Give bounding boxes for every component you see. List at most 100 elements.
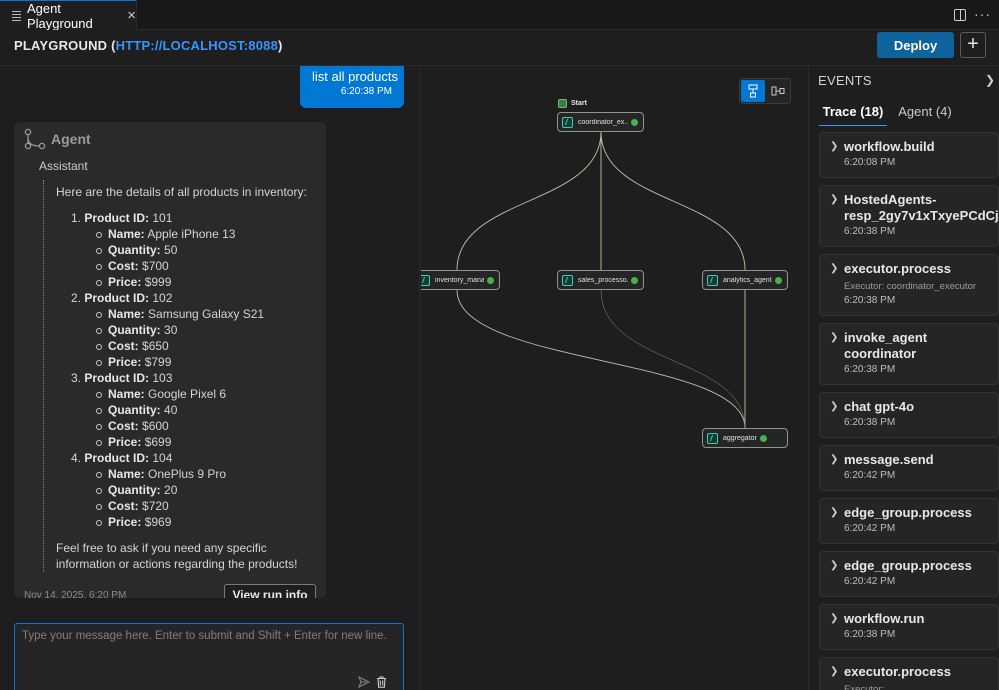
node-coordinator[interactable]: coordinator_ex... xyxy=(557,112,644,132)
workflow-icon xyxy=(24,128,46,150)
chevron-right-icon[interactable]: ❯ xyxy=(830,454,839,465)
node-label: coordinator_ex... xyxy=(578,118,628,126)
chevron-right-icon[interactable]: ❯ xyxy=(830,613,839,624)
chevron-right-icon[interactable]: ❯ xyxy=(830,666,839,677)
product-name-value: Apple iPhone 13 xyxy=(147,227,236,241)
event-title: edge_group.process xyxy=(844,558,972,573)
executor-icon xyxy=(562,116,573,128)
close-icon[interactable]: × xyxy=(127,7,136,24)
split-editor-icon[interactable] xyxy=(954,9,966,21)
chevron-right-icon[interactable]: ❯ xyxy=(830,194,839,205)
user-message-text: list all products xyxy=(312,69,398,84)
event-time: 6:20:38 PM xyxy=(844,226,896,237)
chevron-right-icon[interactable]: ❯ xyxy=(830,141,839,152)
product-name: Name: Apple iPhone 13 xyxy=(56,226,318,242)
node-label: aggregator xyxy=(723,434,757,442)
product-cost: Cost: $700 xyxy=(56,258,318,274)
product-cost-value: $720 xyxy=(142,499,169,513)
event-title: edge_group.process xyxy=(844,505,972,520)
event-item[interactable]: ❯ edge_group.process 6:20:42 PM xyxy=(819,498,999,544)
product-id-label: Product ID: xyxy=(84,371,150,385)
chevron-right-icon[interactable]: ❯ xyxy=(985,73,996,87)
product-cost: Cost: $720 xyxy=(56,498,318,514)
product-name: Name: OnePlus 9 Pro xyxy=(56,466,318,482)
workflow-graph-canvas[interactable]: Start coordinator_ex... inventory_mana..… xyxy=(421,66,807,690)
product-cost: Cost: $600 xyxy=(56,418,318,434)
event-time: 6:20:42 PM xyxy=(844,523,896,534)
product-price-value: $699 xyxy=(144,435,172,449)
deploy-button[interactable]: Deploy xyxy=(877,32,954,58)
response-intro: Here are the details of all products in … xyxy=(56,185,307,199)
success-icon xyxy=(487,276,494,284)
product-id-label: Product ID: xyxy=(84,291,150,305)
node-sales[interactable]: sales_processo... xyxy=(557,270,644,290)
server-url-link[interactable]: HTTP://LOCALHOST:8088 xyxy=(115,38,278,53)
layout-horizontal-button[interactable] xyxy=(766,80,790,102)
success-icon xyxy=(631,118,638,126)
event-time: 6:20:08 PM xyxy=(844,157,896,168)
product-price: Price: $999 xyxy=(56,274,318,290)
event-subtitle: Executor: coordinator_executor xyxy=(844,281,977,292)
agent-message-card: Agent Assistant Here are the details of … xyxy=(14,122,326,598)
chevron-right-icon[interactable]: ❯ xyxy=(830,332,839,343)
event-item[interactable]: ❯ edge_group.process 6:20:42 PM xyxy=(819,551,999,597)
chevron-right-icon[interactable]: ❯ xyxy=(830,507,839,518)
product-price: Price: $799 xyxy=(56,354,318,370)
event-title: chat gpt-4o xyxy=(844,399,915,414)
layout-toggle xyxy=(739,78,791,104)
event-title: executor.process xyxy=(844,664,951,679)
start-icon xyxy=(558,99,567,108)
horizontal-layout-icon xyxy=(771,86,785,96)
event-title: message.send xyxy=(844,452,934,467)
node-inventory[interactable]: inventory_mana... xyxy=(421,270,500,290)
event-title: executor.process xyxy=(844,261,951,276)
tab-title: Agent Playground xyxy=(26,0,93,31)
event-time: 6:20:42 PM xyxy=(844,576,896,587)
node-label: inventory_mana... xyxy=(435,276,484,284)
product-quantity: Quantity: 50 xyxy=(56,242,318,258)
chevron-right-icon[interactable]: ❯ xyxy=(830,263,839,274)
send-icon[interactable] xyxy=(358,676,370,688)
product-name-value: Samsung Galaxy S21 xyxy=(148,307,265,321)
add-button[interactable]: + xyxy=(960,32,986,58)
product-cost-value: $700 xyxy=(142,259,169,273)
preview-icon xyxy=(12,10,21,21)
message-input[interactable]: Type your message here. Enter to submit … xyxy=(14,623,404,690)
product-quantity-value: 40 xyxy=(164,403,178,417)
product-price-label: Price: xyxy=(108,275,142,289)
node-analytics[interactable]: analytics_agent... xyxy=(702,270,788,290)
tab-trace[interactable]: Trace (18) xyxy=(819,104,887,126)
more-actions-icon[interactable]: ··· xyxy=(974,6,991,22)
view-run-info-button[interactable]: View run info xyxy=(224,584,316,598)
edge-inventory-aggregator xyxy=(456,289,746,429)
user-message-time: 6:20:38 PM xyxy=(340,86,392,97)
layout-vertical-button[interactable] xyxy=(741,80,765,102)
event-time: 6:20:38 PM xyxy=(844,295,896,306)
tab-agent[interactable]: Agent (4) xyxy=(898,104,952,119)
product-name-value: OnePlus 9 Pro xyxy=(148,467,227,481)
product-name-label: Name: xyxy=(108,387,145,401)
chevron-right-icon[interactable]: ❯ xyxy=(830,560,839,571)
tab-agent-playground[interactable]: Agent Playground × xyxy=(0,0,137,31)
product-price-label: Price: xyxy=(108,435,142,449)
trash-icon[interactable] xyxy=(376,676,387,688)
start-node[interactable]: Start xyxy=(558,99,587,108)
chevron-right-icon[interactable]: ❯ xyxy=(830,401,839,412)
edge-coordinator-inventory xyxy=(456,131,602,271)
event-subtitle: Executor: xyxy=(844,684,885,690)
product-quantity-value: 30 xyxy=(164,323,178,337)
product-quantity: Quantity: 30 xyxy=(56,322,318,338)
product-id-value: 101 xyxy=(152,211,173,225)
node-aggregator[interactable]: aggregator xyxy=(702,428,788,448)
agent-name: Agent xyxy=(51,131,91,147)
